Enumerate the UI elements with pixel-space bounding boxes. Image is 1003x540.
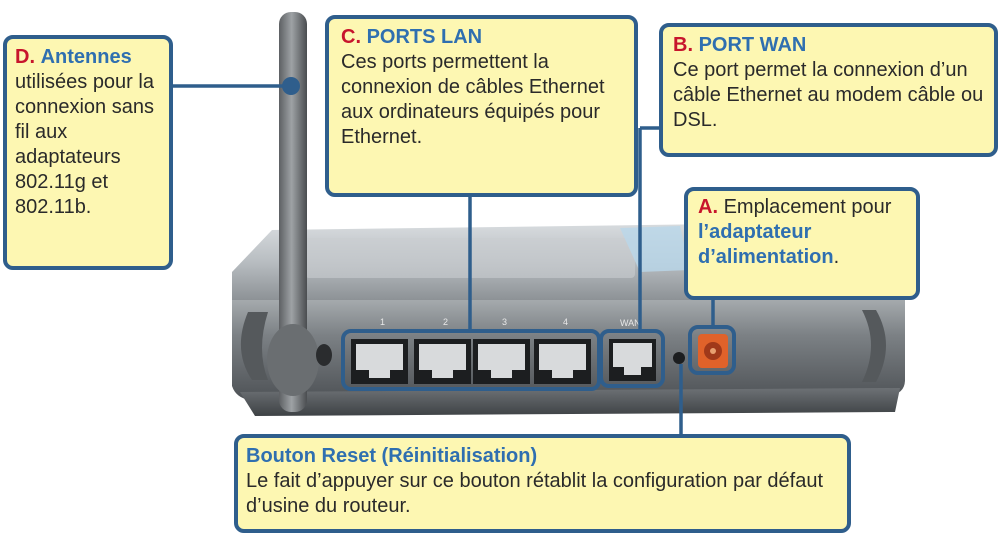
callout-lan-body: Ces ports permettent la connexion de câb…: [341, 51, 605, 148]
wan-port: WAN: [599, 318, 665, 388]
callout-wan-letter: B.: [673, 34, 693, 56]
router-right-vent: [862, 310, 886, 382]
wan-port-highlight: [599, 329, 665, 388]
lan-port-label-2: 2: [443, 317, 448, 327]
lan-ports: 1 2 3 4: [341, 317, 601, 391]
antenna-hinge: [267, 324, 319, 396]
router-base: [240, 388, 900, 416]
antenna-shaft: [279, 12, 307, 412]
callout-wan-title: PORT WAN: [698, 34, 807, 56]
callout-antennas-title: Antennes: [40, 46, 132, 68]
leader-antenna-dot: [282, 77, 300, 95]
callout-reset-body: Le fait d’appuyer sur ce bouton rétablit…: [246, 470, 824, 517]
callout-wan-body: Ce port permet la connexion d’un câble E…: [673, 59, 984, 131]
callout-wan-port: B. PORT WAN Ce port permet la connexion …: [659, 23, 998, 157]
callout-power-text: Emplacement pour: [723, 196, 892, 218]
callout-lan-title: PORTS LAN: [366, 26, 483, 48]
lan-port-1: [351, 339, 408, 384]
callout-reset-button: Bouton Reset (Réinitialisation) Le fait …: [234, 434, 851, 533]
callout-antennas-letter: D.: [15, 46, 35, 68]
callout-reset-title: Bouton Reset (Réinitialisation): [246, 445, 538, 467]
antenna: [267, 12, 332, 412]
callout-power-end: .: [833, 246, 840, 268]
callout-power-adapter: A. Emplacement pour l’adaptateur d’alime…: [684, 187, 920, 300]
callout-lan-letter: C.: [341, 26, 361, 48]
lan-port-label-1: 1: [380, 317, 385, 327]
lan-port-label-3: 3: [502, 317, 507, 327]
antenna-mount-screw: [316, 344, 332, 366]
callout-power-highlight: l’adaptateur d’alimentation: [698, 221, 834, 268]
lan-port-4: [534, 339, 591, 384]
callout-antennas-body: utilisées pour la connexion sans fil aux…: [15, 71, 154, 218]
router-left-vent: [240, 312, 268, 380]
wan-port-label: WAN: [620, 318, 641, 328]
lan-port-label-4: 4: [563, 317, 568, 327]
reset-button-hole: [673, 352, 685, 364]
lan-port-3: [473, 339, 530, 384]
callout-antennas: D. Antennes utilisées pour la connexion …: [3, 35, 173, 270]
lan-port-2: [414, 339, 471, 384]
callout-power-letter: A.: [698, 196, 718, 218]
callout-lan-ports: C. PORTS LAN Ces ports permettent la con…: [325, 15, 638, 197]
router-status-window: [620, 226, 690, 272]
leader-lines: [173, 77, 715, 434]
